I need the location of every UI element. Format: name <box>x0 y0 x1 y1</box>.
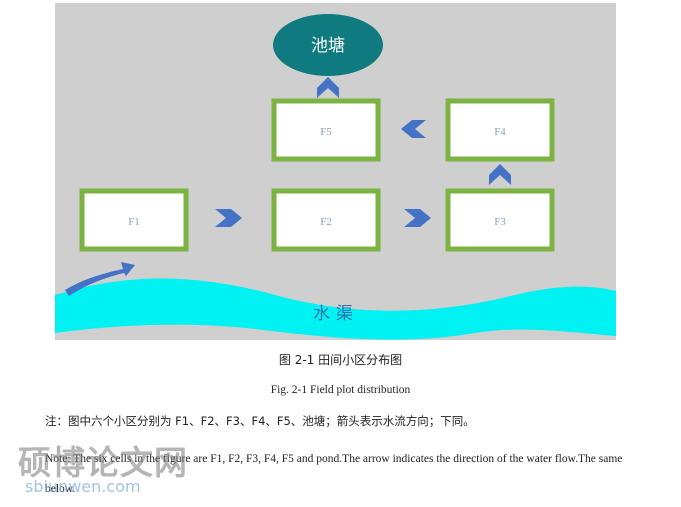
plot-f2: F2 <box>271 188 381 252</box>
figure-note-en: Note: The six cells in the figure are F1… <box>45 453 623 495</box>
plot-f2-label: F2 <box>320 216 332 228</box>
inflow-arrow-icon <box>65 262 135 296</box>
plot-f5-label: F5 <box>320 126 332 138</box>
watermark-url: sbiunwen.com <box>25 477 141 496</box>
watermark-text: 硕博论文网 <box>18 443 188 482</box>
pond-label: 池塘 <box>311 36 345 56</box>
figure-note-cn: 注：图中六个小区分别为 F1、F2、F3、F4、F5、池塘；箭头表示水流方向；下… <box>45 414 475 428</box>
chevron-right-icon <box>404 209 431 227</box>
plot-f2-box <box>271 188 381 252</box>
chevron-left-icon <box>401 120 426 138</box>
plot-f4-box <box>445 98 555 162</box>
plot-f3: F3 <box>445 188 555 252</box>
plot-f3-box <box>445 188 555 252</box>
plot-f1-box <box>79 188 189 252</box>
chevron-up-icon <box>489 164 511 185</box>
pond <box>273 14 383 76</box>
figure-caption-en: Fig. 2-1 Field plot distribution <box>270 384 411 396</box>
plot-f1: F1 <box>79 188 189 252</box>
plot-f4: F4 <box>445 98 555 162</box>
canal-label: 水渠 <box>313 304 359 324</box>
plot-f3-label: F3 <box>494 216 506 228</box>
figure-caption-cn: 图 2-1 田间小区分布图 <box>278 353 403 367</box>
plot-f5: F5 <box>271 98 381 162</box>
field-plot-diagram: 水渠 池塘 F1 F2 F3 F4 F5 <box>55 3 616 340</box>
plot-f1-label: F1 <box>128 216 140 228</box>
chevron-right-icon <box>215 209 242 227</box>
canal <box>55 278 616 340</box>
plot-f4-label: F4 <box>494 126 506 138</box>
plot-f5-box <box>271 98 381 162</box>
chevron-up-icon <box>317 77 339 98</box>
